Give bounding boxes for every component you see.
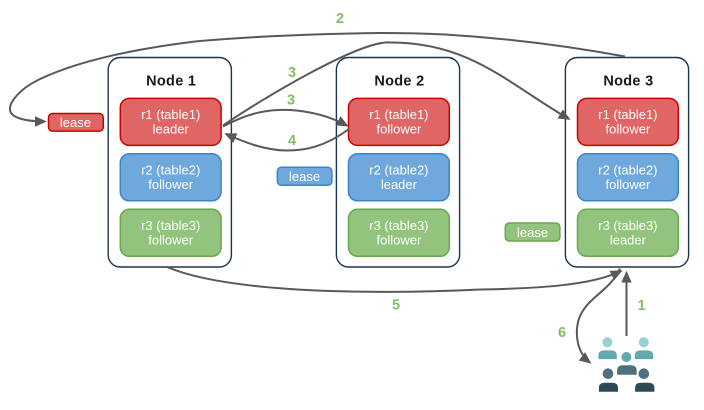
svg-text:r1 (table1): r1 (table1) xyxy=(598,107,657,122)
svg-text:follower: follower xyxy=(148,233,193,248)
svg-text:4: 4 xyxy=(288,133,296,149)
svg-text:Node 2: Node 2 xyxy=(374,73,424,89)
svg-text:Node 3: Node 3 xyxy=(603,73,653,89)
svg-text:follower: follower xyxy=(148,177,193,192)
svg-text:1: 1 xyxy=(637,298,645,314)
svg-text:follower: follower xyxy=(606,122,651,137)
svg-text:3: 3 xyxy=(288,65,296,81)
svg-text:r2 (table2): r2 (table2) xyxy=(369,163,428,178)
svg-text:follower: follower xyxy=(377,233,422,248)
svg-text:r2 (table2): r2 (table2) xyxy=(141,163,200,178)
svg-text:follower: follower xyxy=(606,177,651,192)
svg-text:leader: leader xyxy=(381,177,418,192)
svg-text:r1 (table1): r1 (table1) xyxy=(141,107,200,122)
svg-text:lease: lease xyxy=(289,169,320,184)
svg-text:lease: lease xyxy=(517,225,548,240)
svg-text:r3 (table3): r3 (table3) xyxy=(369,218,428,233)
svg-text:r2 (table2): r2 (table2) xyxy=(598,163,657,178)
svg-text:5: 5 xyxy=(392,298,400,314)
svg-text:r3 (table3): r3 (table3) xyxy=(141,218,200,233)
svg-text:6: 6 xyxy=(558,325,566,341)
svg-text:lease: lease xyxy=(60,115,91,130)
svg-text:Node 1: Node 1 xyxy=(146,73,196,89)
svg-text:3: 3 xyxy=(287,93,295,109)
svg-text:r1 (table1): r1 (table1) xyxy=(369,107,428,122)
svg-text:follower: follower xyxy=(377,122,422,137)
svg-text:2: 2 xyxy=(336,11,344,27)
svg-text:leader: leader xyxy=(610,233,647,248)
svg-text:r3 (table3): r3 (table3) xyxy=(598,218,657,233)
svg-text:leader: leader xyxy=(153,122,190,137)
